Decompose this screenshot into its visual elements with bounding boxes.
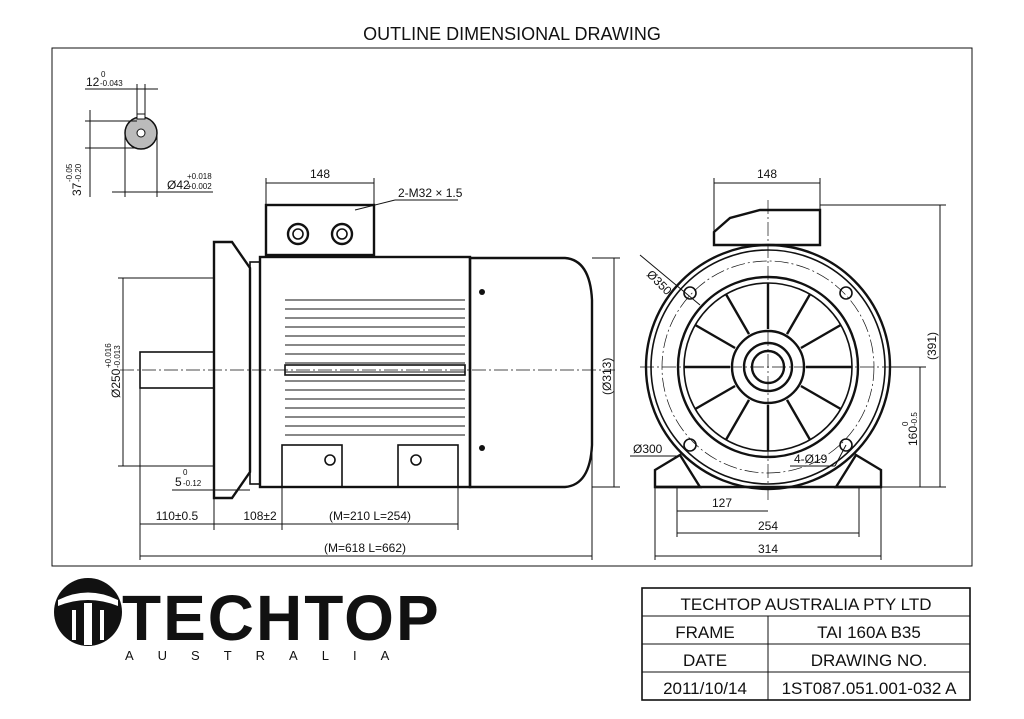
end-shield-spoke xyxy=(724,399,751,441)
svg-text:0: 0 xyxy=(901,421,910,426)
pcd-dim: Ø300 xyxy=(633,442,663,456)
shaft-height-dim: 160 xyxy=(906,426,920,446)
svg-text:-0.5: -0.5 xyxy=(910,412,919,426)
svg-text:-0.013: -0.013 xyxy=(113,345,122,368)
frame-label: FRAME xyxy=(675,623,735,642)
foot-spacing-dim: (M=210 L=254) xyxy=(329,509,411,523)
key-height-dim: 37 xyxy=(70,182,84,196)
front-foot-spacing-dim: 254 xyxy=(758,519,778,533)
end-shield-spoke xyxy=(800,323,842,350)
end-shield-spoke xyxy=(694,323,736,350)
overall-height-dim: (391) xyxy=(925,332,939,360)
cable-gland xyxy=(330,222,354,246)
svg-text:+0.002: +0.002 xyxy=(187,182,212,191)
end-shield-spoke xyxy=(785,399,812,441)
end-shield-spoke xyxy=(800,384,842,411)
mounting-hole xyxy=(839,286,853,300)
svg-text:-0.20: -0.20 xyxy=(74,163,83,182)
spigot-depth-dim: 5 xyxy=(175,475,182,489)
foot xyxy=(281,444,343,488)
end-shield-spoke xyxy=(785,293,812,335)
body-dia-dim: (Ø313) xyxy=(600,358,614,395)
shaft-dia-dim: Ø42 xyxy=(167,178,190,192)
flange-to-foot-dim: 108±2 xyxy=(243,509,277,523)
drawing-border xyxy=(51,47,973,567)
foot xyxy=(397,444,459,488)
cable-gland xyxy=(286,222,310,246)
logo-wordmark: TECHTOP xyxy=(122,582,441,654)
side-view: 148 2-M32 × 1.5 Ø250 +0.016 -0.013 5 0 -… xyxy=(104,167,620,560)
frame-value: TAI 160A B35 xyxy=(817,623,921,642)
techtop-logo: TECHTOP AUSTRALIA xyxy=(54,578,441,663)
drawing-no-label: DRAWING NO. xyxy=(811,651,927,670)
title-block: TECHTOP AUSTRALIA PTY LTD FRAME TAI 160A… xyxy=(641,587,971,701)
mounting-hole xyxy=(683,286,697,300)
end-shield-spoke xyxy=(724,293,751,335)
key-width-dim: 12 xyxy=(86,75,100,89)
front-terminal-box-width-dim: 148 xyxy=(757,167,777,181)
spigot-dia-dim: Ø250 xyxy=(109,368,123,398)
svg-text:0: 0 xyxy=(183,468,188,477)
shaft-length-dim: 110±0.5 xyxy=(156,509,199,523)
svg-text:-0.05: -0.05 xyxy=(65,163,74,182)
terminal-box xyxy=(264,203,376,257)
fan-cover xyxy=(468,256,594,489)
overall-length-dim: (M=618 L=662) xyxy=(324,541,406,555)
drawing-no-value: 1ST087.051.001-032 A xyxy=(782,679,958,698)
date-value: 2011/10/14 xyxy=(663,679,747,698)
company-name: TECHTOP AUSTRALIA PTY LTD xyxy=(681,595,932,614)
front-view: 148 Ø350 Ø300 4-Ø19 (391) 160 0 -0.5 127… xyxy=(630,167,946,560)
svg-text:-0.043: -0.043 xyxy=(100,79,123,88)
mounting-hole xyxy=(839,438,853,452)
mounting-hole xyxy=(683,438,697,452)
svg-text:+0.018: +0.018 xyxy=(187,172,212,181)
svg-text:-0.12: -0.12 xyxy=(183,479,202,488)
drawing-title: OUTLINE DIMENSIONAL DRAWING xyxy=(363,24,661,44)
svg-text:0: 0 xyxy=(101,70,106,79)
shaft-section: 12 0 -0.043 37 -0.05 -0.20 Ø42 +0.018 +0… xyxy=(65,70,213,197)
holes-dim: 4-Ø19 xyxy=(794,452,828,466)
half-foot-spacing-dim: 127 xyxy=(712,496,732,510)
cable-entry-label: 2-M32 × 1.5 xyxy=(398,186,463,200)
logo-subtitle: AUSTRALIA xyxy=(125,648,413,663)
terminal-box-front xyxy=(712,208,822,247)
svg-text:+0.016: +0.016 xyxy=(104,343,113,368)
overall-width-dim: 314 xyxy=(758,542,778,556)
end-shield-spoke xyxy=(694,384,736,411)
terminal-box-width-dim: 148 xyxy=(310,167,330,181)
date-label: DATE xyxy=(683,651,727,670)
